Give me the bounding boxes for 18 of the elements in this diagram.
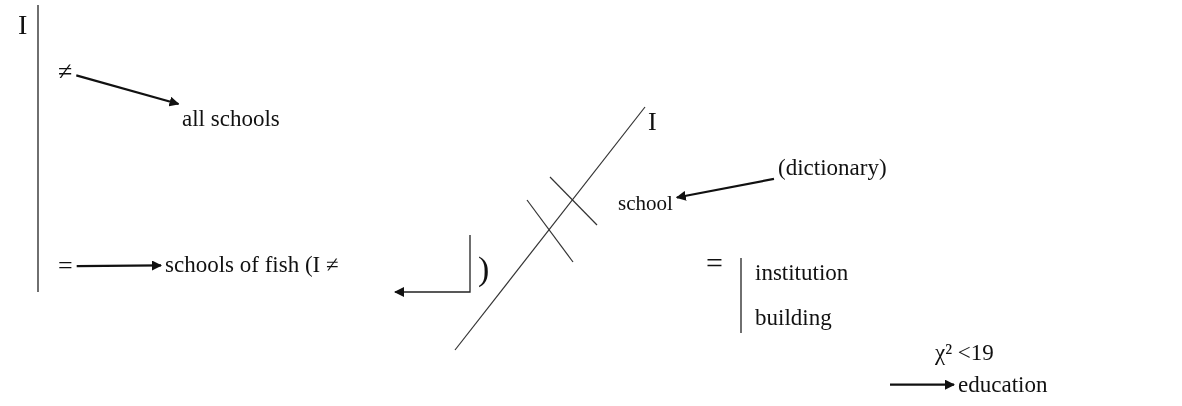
equal-sign: = — [58, 252, 73, 281]
arrow — [76, 74, 180, 107]
word-text: education — [958, 372, 1048, 398]
not-equal-sign: ≠ — [58, 58, 73, 87]
arrow — [890, 379, 955, 390]
arrow — [675, 177, 775, 201]
bracket-text: ) — [478, 250, 490, 288]
word-text: building — [755, 305, 832, 331]
source-note: (dictionary) — [778, 155, 887, 181]
word-text: institution — [755, 260, 849, 286]
word-text: school — [618, 192, 673, 216]
phrase-text: schools of fish (I ≠ — [165, 252, 339, 278]
word-text: all schools — [182, 106, 280, 132]
arrow — [76, 260, 162, 271]
letter-text: I — [648, 108, 657, 137]
formula-text: χ² <19 — [935, 340, 994, 366]
equal-sign: = — [706, 246, 723, 279]
letter-text: I — [18, 10, 28, 41]
